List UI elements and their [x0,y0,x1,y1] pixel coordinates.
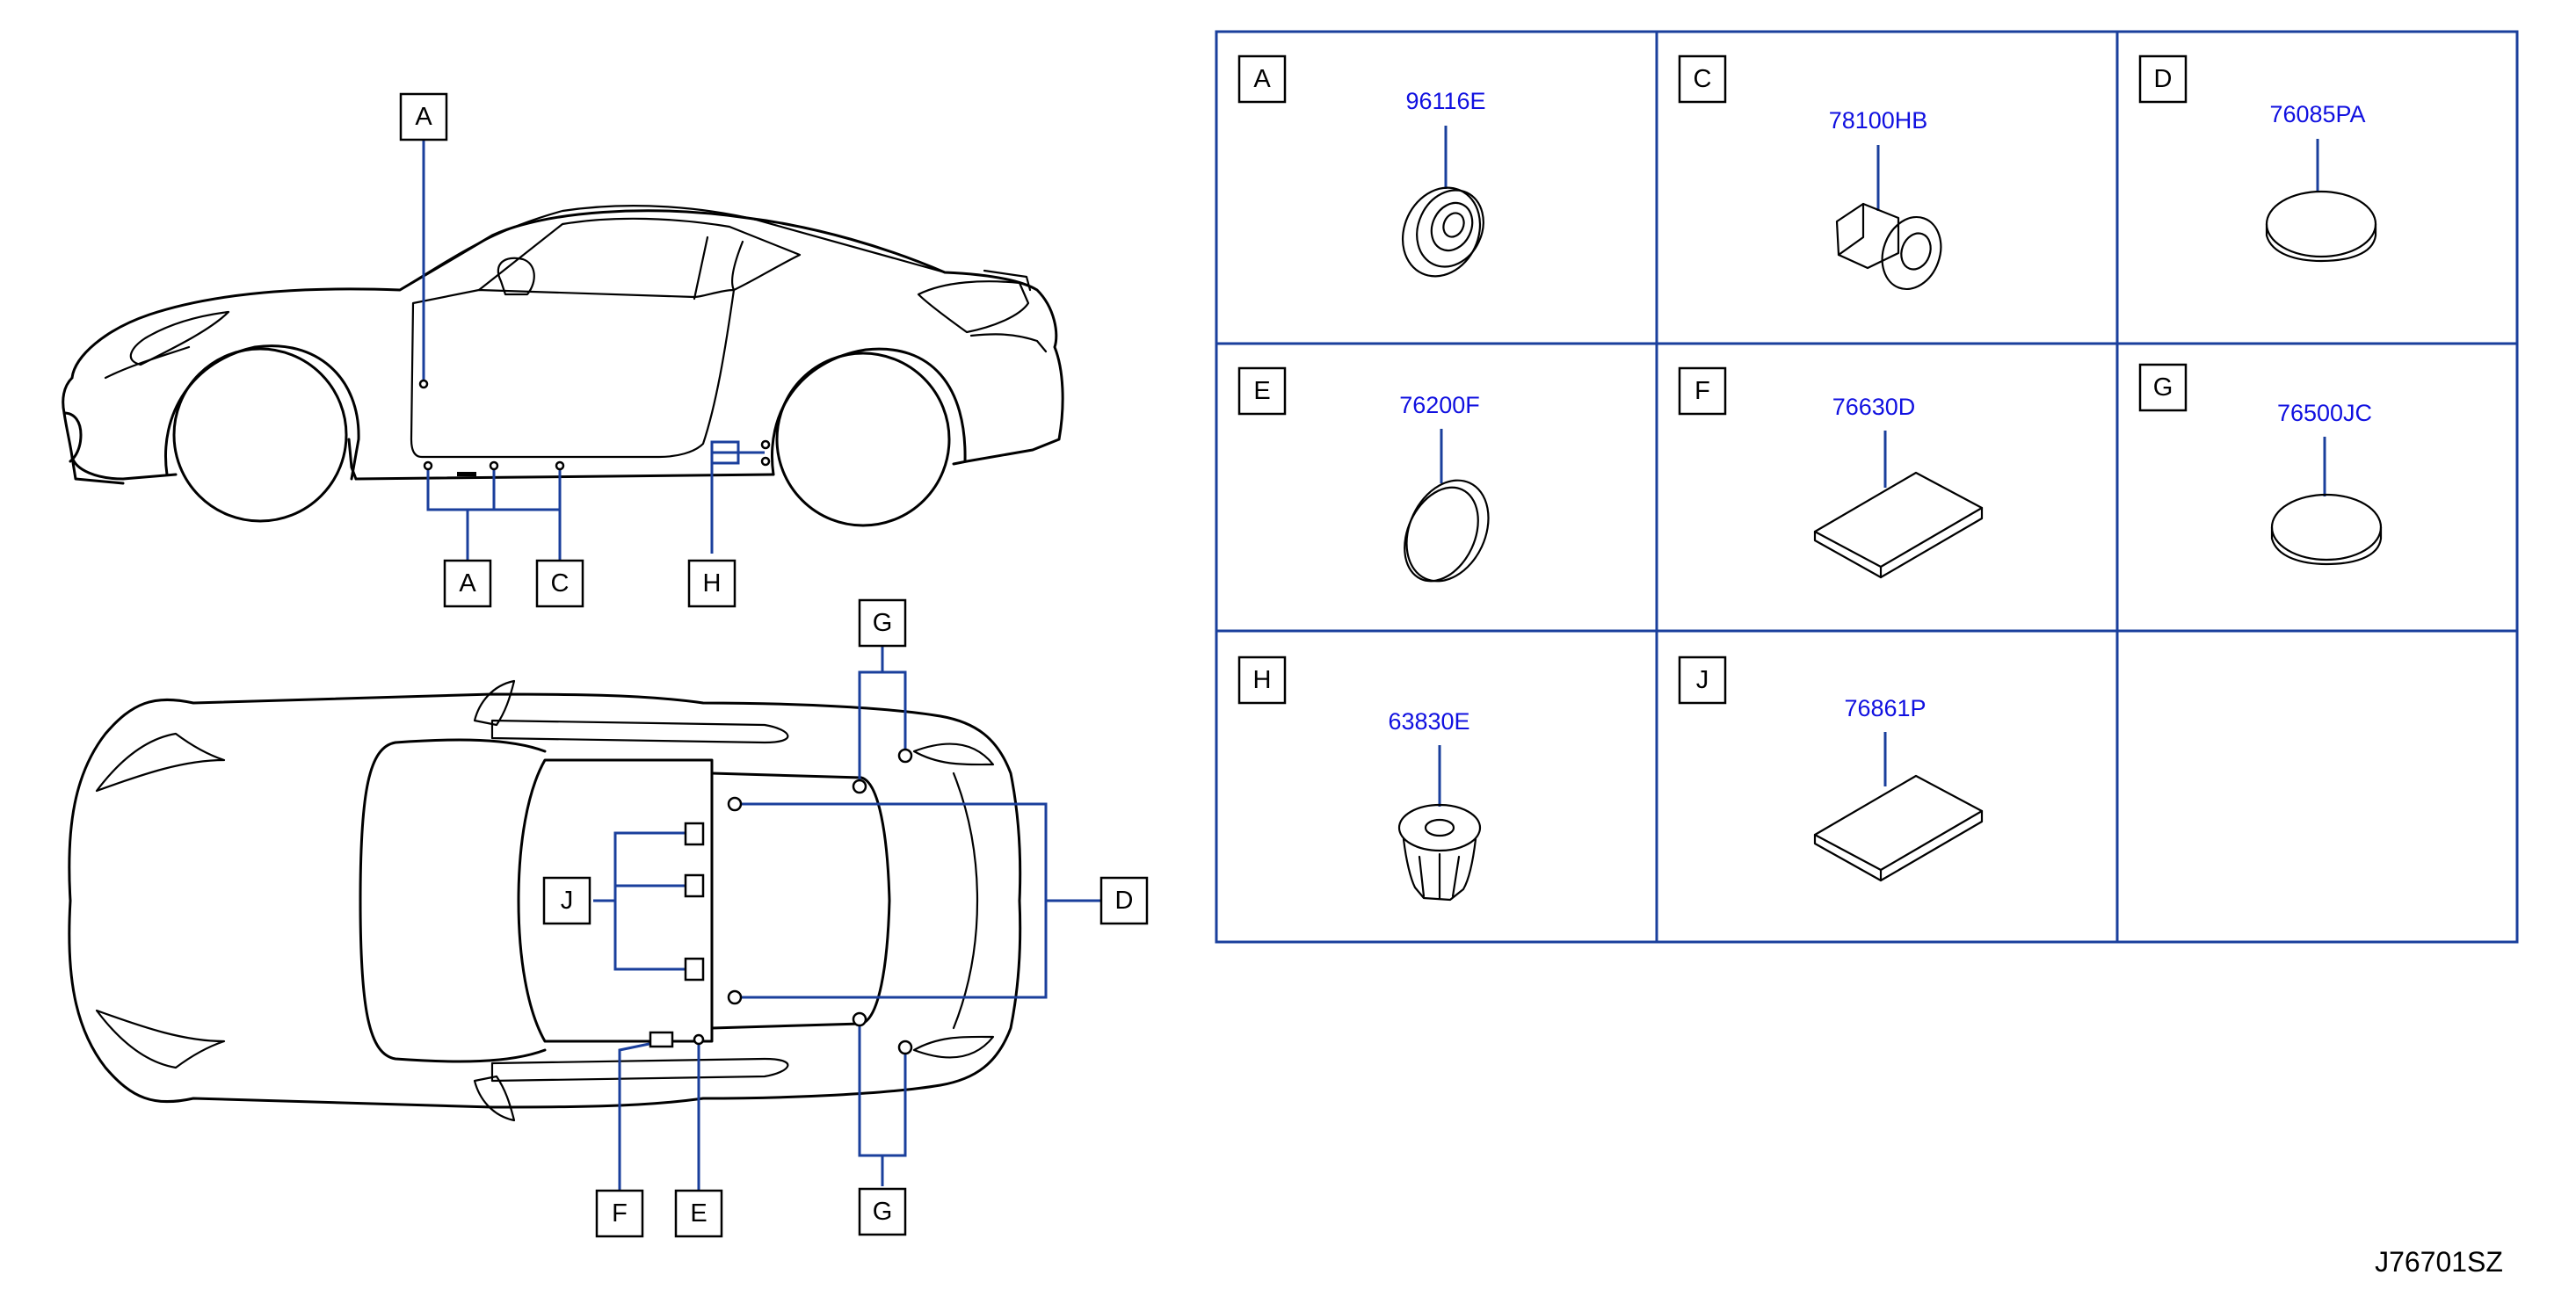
callout-G-bottom: G [858,1187,907,1236]
callout-A-bottom: A [443,559,492,608]
part-cell-F: F 76630D [1678,366,1984,579]
top-callout-1: J [561,887,574,915]
top-view-points [649,748,913,1055]
part-letter-A: A [1253,65,1271,93]
part-number-F: 76630D [1832,394,1916,420]
part-number-J: 76861P [1844,695,1926,721]
top-callout-2: D [1115,887,1134,915]
round-plug-icon [2265,190,2377,263]
part-letter-G: G [2153,373,2173,402]
side-callout-3: H [703,569,722,598]
part-letter-F: F [1694,377,1710,405]
part-number-E: 76200F [1399,392,1480,418]
top-callout-5: E [690,1199,707,1228]
part-letter-H: H [1253,666,1272,694]
callout-J: J [542,876,591,925]
part-number-A: 96116E [1405,88,1485,114]
part-letter-J: J [1696,666,1709,694]
part-number-H: 63830E [1388,708,1469,735]
svg-text:A: A [415,103,432,131]
side-view-leaders [422,141,765,567]
part-cell-E: E 76200F [1237,366,1490,583]
pad-icon-j [1813,774,1984,882]
push-clip-icon [1397,803,1482,902]
round-plug-icon-g [2270,493,2383,566]
callout-E: E [674,1189,723,1238]
part-cell-J: J 76861P [1678,656,1984,882]
part-cell-D: D 76085PA [2138,54,2377,263]
part-number-G: 76500JC [2277,400,2372,426]
top-view-leaders [593,646,1101,1191]
part-number-D: 76085PA [2269,101,2365,127]
side-view-car [62,205,1064,527]
part-cell-A: A 96116E [1237,54,1486,278]
part-cell-C: C 78100HB [1678,54,1942,291]
callout-A-top: A [399,92,448,141]
top-callout-4: F [612,1199,628,1228]
callout-D: D [1099,876,1149,925]
callout-H: H [687,559,737,608]
part-cell-H: H 63830E [1237,656,1482,902]
parts-table [1215,30,2519,944]
part-letter-E: E [1253,377,1270,405]
top-callout-0: G [873,609,893,637]
part-letter-D: D [2154,65,2173,93]
grommet-icon [1401,186,1484,278]
top-view-car [68,679,1022,1122]
top-callout-3: G [873,1198,893,1226]
part-letter-C: C [1694,65,1712,93]
diagram-code: J76701SZ [2375,1246,2503,1278]
side-callout-2: C [551,569,570,598]
clip-icon [1835,202,1942,291]
callout-C: C [535,559,584,608]
pad-icon [1813,471,1984,579]
part-number-C: 78100HB [1829,107,1928,134]
callout-F: F [595,1189,644,1238]
side-view-points [418,379,771,476]
part-cell-G: G 76500JC [2138,363,2383,566]
disc-plug-icon [1404,479,1490,583]
side-callout-0: A [459,569,476,598]
callout-G-top: G [858,598,907,648]
